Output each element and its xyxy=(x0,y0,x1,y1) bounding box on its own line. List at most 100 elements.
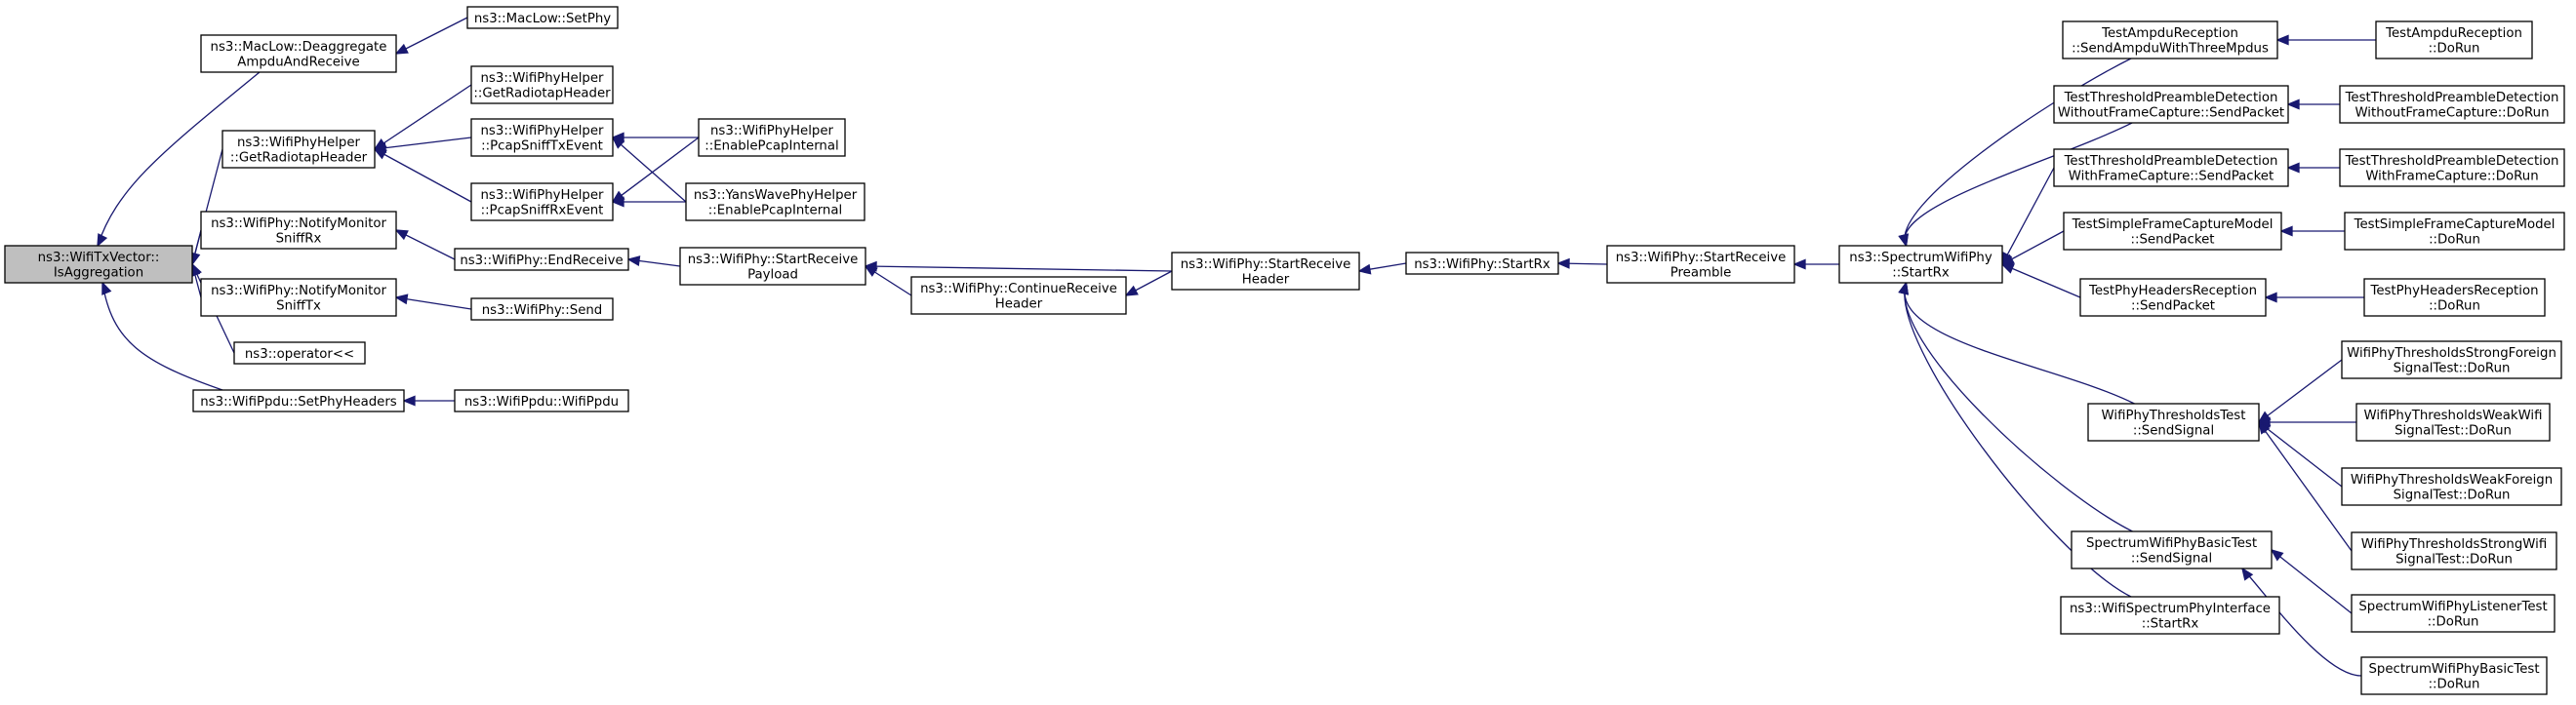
edge-thrWithoutSend-to-spectrumStartRx xyxy=(1904,122,2133,247)
edge-setPhyHeaders-to-root xyxy=(101,282,223,391)
arrowhead-ampduDoRun-to-ampduSend xyxy=(2275,34,2289,46)
arrowhead-wifiPhySend-to-notifyMonSniffTx xyxy=(394,294,409,305)
arrowhead-setPhyHeaders-to-root xyxy=(101,281,112,295)
edge-listenerDoRun-to-basicSendSignal xyxy=(2271,549,2353,614)
arrowhead-basicDoRun-to-basicSendSignal xyxy=(2241,567,2254,581)
node-label: ns3::YansWavePhyHelper xyxy=(694,188,858,203)
node-endReceive[interactable]: ns3::WifiPhy::EndReceive xyxy=(454,248,629,271)
node-label: ::EnablePcapInternal xyxy=(704,139,838,154)
node-label: ::EnablePcapInternal xyxy=(708,204,842,218)
node-strongForeign[interactable]: WifiPhyThresholdsStrongForeignSignalTest… xyxy=(2341,340,2562,379)
node-label: ::DoRun xyxy=(2429,233,2480,248)
edge-phyHdrSend-to-spectrumStartRx xyxy=(2001,263,2081,298)
node-label: TestThresholdPreambleDetection xyxy=(2345,91,2559,105)
node-setPhyHeaders[interactable]: ns3::WifiPpdu::SetPhyHeaders xyxy=(192,389,405,412)
node-simpleCapSend[interactable]: TestSimpleFrameCaptureModel::SendPacket xyxy=(2063,212,2282,251)
node-thresholdsSendSignal[interactable]: WifiPhyThresholdsTest::SendSignal xyxy=(2087,403,2260,442)
node-wifiPpdu[interactable]: ns3::WifiPpdu::WifiPpdu xyxy=(454,389,629,412)
node-operatorLL[interactable]: ns3::operator<< xyxy=(233,341,366,365)
node-label: ::PcapSniffRxEvent xyxy=(481,204,604,218)
node-thrWithoutSend[interactable]: TestThresholdPreambleDetectionWithoutFra… xyxy=(2053,85,2289,124)
node-label: ns3::MacLow::SetPhy xyxy=(474,12,611,26)
node-box xyxy=(2339,85,2565,124)
node-helperRadiotap1[interactable]: ns3::WifiPhyHelper::GetRadiotapHeader xyxy=(221,130,376,169)
node-simpleCapDoRun[interactable]: TestSimpleFrameCaptureModel::DoRun xyxy=(2344,212,2565,251)
node-thrWithDoRun[interactable]: TestThresholdPreambleDetectionWithFrameC… xyxy=(2339,148,2565,187)
node-label: WithoutFrameCapture::DoRun xyxy=(2355,106,2549,121)
edge-spectrumIfaceStartRx-to-spectrumStartRx xyxy=(1904,282,2132,598)
node-thrWithSend[interactable]: TestThresholdPreambleDetectionWithFrameC… xyxy=(2053,148,2289,187)
arrowhead-thrWithoutDoRun-to-thrWithoutSend xyxy=(2286,98,2300,110)
node-basicDoRun[interactable]: SpectrumWifiPhyBasicTest::DoRun xyxy=(2360,656,2548,695)
node-box xyxy=(2341,340,2562,379)
node-label: ns3::WifiTxVector:: xyxy=(38,251,160,265)
arrowhead-phyHdrSend-to-spectrumStartRx xyxy=(2000,263,2015,274)
node-label: ns3::WifiPhyHelper xyxy=(481,71,605,86)
node-box xyxy=(233,341,366,365)
node-startRx[interactable]: ns3::WifiPhy::StartRx xyxy=(1405,252,1559,275)
arrowhead-macLowDeagg-to-root xyxy=(97,233,108,248)
node-box xyxy=(2375,20,2533,59)
arrowhead-thrWithoutSend-to-spectrumStartRx xyxy=(1898,233,1909,248)
node-macLowSetPhy[interactable]: ns3::MacLow::SetPhy xyxy=(466,6,619,29)
node-thrWithoutDoRun[interactable]: TestThresholdPreambleDetectionWithoutFra… xyxy=(2339,85,2565,124)
node-weakWifi[interactable]: WifiPhyThresholdsWeakWifiSignalTest::DoR… xyxy=(2355,403,2551,442)
node-box xyxy=(454,389,629,412)
edge-basicDoRun-to-basicSendSignal xyxy=(2241,568,2362,677)
node-box xyxy=(200,34,397,73)
node-weakForeign[interactable]: WifiPhyThresholdsWeakForeignSignalTest::… xyxy=(2341,467,2562,506)
node-pcapSniffRx[interactable]: ns3::WifiPhyHelper::PcapSniffRxEvent xyxy=(470,182,614,221)
arrowhead-startRecvPayload-to-endReceive xyxy=(626,255,641,266)
node-wifiPhySend[interactable]: ns3::WifiPhy::Send xyxy=(470,297,614,321)
node-enablePcap[interactable]: ns3::WifiPhyHelper::EnablePcapInternal xyxy=(698,118,846,157)
node-spectrumStartRx[interactable]: ns3::SpectrumWifiPhy::StartRx xyxy=(1838,245,2003,284)
node-box xyxy=(470,118,614,157)
node-ampduDoRun[interactable]: TestAmpduReception::DoRun xyxy=(2375,20,2533,59)
node-box xyxy=(192,389,405,412)
edge-weakForeign-to-thresholdsSendSignal xyxy=(2258,421,2343,488)
arrowhead-spectrumIfaceStartRx-to-spectrumStartRx xyxy=(1898,281,1909,295)
node-box xyxy=(2360,656,2548,695)
node-spectrumIfaceStartRx[interactable]: ns3::WifiSpectrumPhyInterface::StartRx xyxy=(2060,596,2280,635)
node-label: ::PcapSniffTxEvent xyxy=(481,139,603,154)
node-label: ns3::operator<< xyxy=(245,347,354,362)
arrowhead-simpleCapDoRun-to-simpleCapSend xyxy=(2279,225,2293,237)
edge-simpleCapSend-to-spectrumStartRx xyxy=(2001,230,2065,265)
node-box xyxy=(2339,148,2565,187)
arrowhead-endReceive-to-notifyMonSniffRx xyxy=(394,229,409,241)
node-pcapSniffTx[interactable]: ns3::WifiPhyHelper::PcapSniffTxEvent xyxy=(470,118,614,157)
node-label: SniffTx xyxy=(276,299,321,314)
node-box xyxy=(454,248,629,271)
node-phyHdrSend[interactable]: TestPhyHeadersReception::SendPacket xyxy=(2079,278,2267,317)
node-box xyxy=(2351,531,2557,570)
node-strongWifi[interactable]: WifiPhyThresholdsStrongWifiSignalTest::D… xyxy=(2351,531,2557,570)
node-label: ns3::WifiPpdu::SetPhyHeaders xyxy=(200,395,397,410)
node-label: ns3::WifiSpectrumPhyInterface xyxy=(2070,602,2271,616)
node-phyHdrDoRun[interactable]: TestPhyHeadersReception::DoRun xyxy=(2363,278,2546,317)
node-root[interactable]: ns3::WifiTxVector::IsAggregation xyxy=(4,245,193,284)
node-box xyxy=(470,297,614,321)
node-label: ::SendSignal xyxy=(2131,552,2212,567)
node-ampduSend[interactable]: TestAmpduReception::SendAmpduWithThreeMp… xyxy=(2062,20,2278,59)
node-box xyxy=(221,130,376,169)
node-yansEnablePcap[interactable]: ns3::YansWavePhyHelper::EnablePcapIntern… xyxy=(685,182,865,221)
node-label: WithoutFrameCapture::SendPacket xyxy=(2058,106,2284,121)
edge-macLowDeagg-to-root xyxy=(97,71,261,247)
node-helperRadiotap2[interactable]: ns3::WifiPhyHelper::GetRadiotapHeader xyxy=(470,65,614,104)
node-label: ns3::WifiPhy::StartReceive xyxy=(688,253,859,267)
node-box xyxy=(1838,245,2003,284)
node-box xyxy=(4,245,193,284)
node-label: TestPhyHeadersReception xyxy=(2088,284,2257,298)
node-basicSendSignal[interactable]: SpectrumWifiPhyBasicTest::SendSignal xyxy=(2071,530,2273,569)
node-box xyxy=(2087,403,2260,442)
node-listenerDoRun[interactable]: SpectrumWifiPhyListenerTest::DoRun xyxy=(2351,594,2556,633)
node-box xyxy=(2053,85,2289,124)
